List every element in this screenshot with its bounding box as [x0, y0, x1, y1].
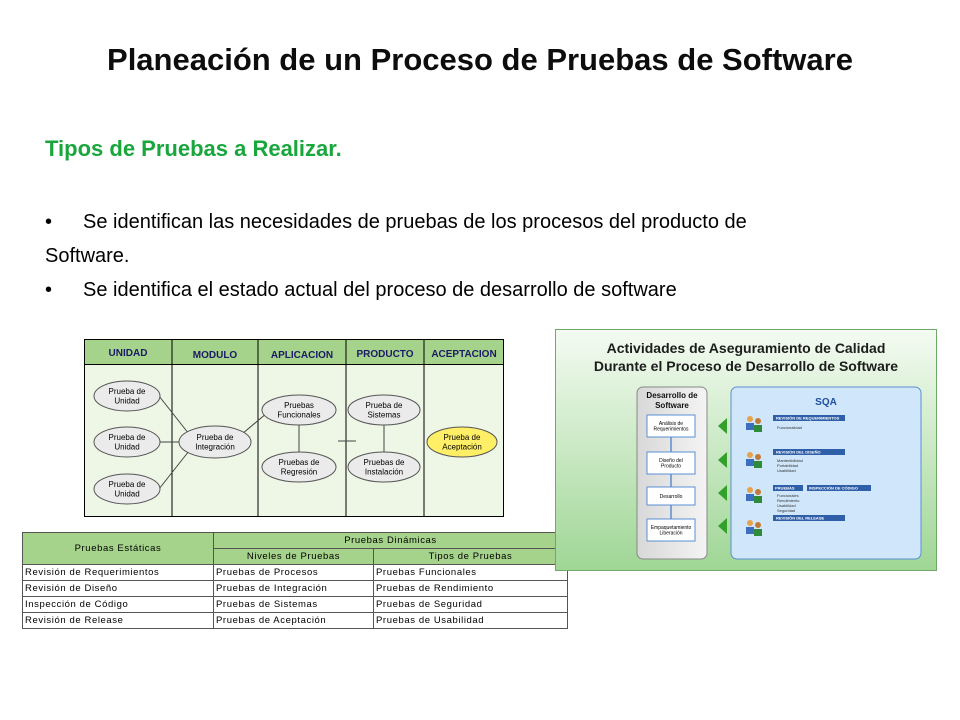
sqa-item: Usabilidad [777, 468, 796, 473]
sqa-item: Usabilidad [777, 503, 796, 508]
header-dinamicas: Pruebas Dinámicas [213, 532, 568, 549]
table-cell: Pruebas de Procesos [213, 564, 374, 581]
test-levels-diagram: UNIDAD MODULO APLICACION PRODUCTO ACEPTA… [84, 339, 504, 517]
table-cell: Pruebas de Sistemas [213, 596, 374, 613]
dev-step-3: Desarrollo [660, 494, 683, 500]
sqa-item: Mantenibilidad [777, 458, 803, 463]
arrow-left-icon [718, 485, 727, 501]
panel-title-line1: Actividades de Aseguramiento de Calidad [607, 340, 886, 356]
sqa-group-2-header: REVISIÓN DEL DISEÑO [776, 450, 821, 455]
people-icon [746, 487, 762, 503]
sqa-item: Rendimiento [777, 498, 800, 503]
col-unidad: UNIDAD [109, 348, 148, 359]
bullet-item-2: • Se identifica el estado actual del proc… [45, 273, 875, 307]
table-cell: Pruebas de Aceptación [213, 612, 374, 629]
col-modulo: MODULO [193, 350, 238, 361]
page-title: Planeación de un Proceso de Pruebas de S… [107, 42, 853, 77]
table-cell: Pruebas de Usabilidad [373, 612, 568, 629]
sqa-panel-svg: Actividades de Aseguramiento de Calidad … [555, 329, 937, 571]
sqa-activities-panel: Actividades de Aseguramiento de Calidad … [555, 329, 937, 571]
table-cell: Pruebas de Rendimiento [373, 580, 568, 597]
table-cell: Revisión de Diseño [22, 580, 214, 597]
sqa-group-4-header: REVISIÓN DEL RELEASE [776, 516, 824, 521]
col-aceptacion: ACEPTACION [431, 349, 496, 360]
dev-title-line1: Desarrollo de [646, 391, 698, 400]
col-producto: PRODUCTO [356, 349, 413, 360]
people-icon [746, 520, 762, 536]
people-icon [746, 416, 762, 432]
table-cell: Revisión de Requerimientos [22, 564, 214, 581]
sqa-group-3-header: PRUEBAS [775, 486, 795, 491]
bullet-text: Se identifican las necesidades de prueba… [83, 211, 747, 233]
bullet-item-1: • Se identifican las necesidades de prueb… [45, 205, 875, 239]
sqa-group-3-header2: INSPECCIÓN DE CÓDIGO [809, 486, 858, 491]
table-cell: Pruebas de Seguridad [373, 596, 568, 613]
table-row: Revisión de Diseño Pruebas de Integració… [22, 580, 568, 597]
arrow-left-icon [718, 418, 727, 434]
table-row: Inspección de Código Pruebas de Sistemas… [22, 596, 568, 613]
people-icon [746, 452, 762, 468]
section-subtitle: Tipos de Pruebas a Realizar. [45, 136, 342, 161]
team-icons [746, 416, 762, 536]
table-row: Revisión de Requerimientos Pruebas de Pr… [22, 564, 568, 581]
sqa-item: Seguridad [777, 508, 795, 513]
bullet-text: Se identifica el estado actual del proce… [83, 279, 677, 301]
bullet-list: • Se identifican las necesidades de prueb… [45, 205, 875, 307]
header-tipos: Tipos de Pruebas [373, 548, 568, 565]
arrow-left-icon [718, 452, 727, 468]
table-cell: Pruebas Funcionales [373, 564, 568, 581]
sqa-item: Funcionales [777, 493, 799, 498]
col-aplicacion: APLICACION [271, 350, 333, 361]
bullet-item-1-continuation: Software. [45, 245, 130, 267]
arrow-left-icon [718, 518, 727, 534]
table-cell: Revisión de Release [22, 612, 214, 629]
sqa-item: Funcionalidad [777, 425, 802, 430]
bullet-marker: • [45, 279, 53, 301]
flow-arrows [718, 418, 727, 534]
table-row: Revisión de Release Pruebas de Aceptació… [22, 612, 568, 629]
sqa-title: SQA [815, 397, 837, 408]
table-cell: Pruebas de Integración [213, 580, 374, 597]
bullet-marker: • [45, 211, 53, 233]
sqa-group-1-header: REVISIÓN DE REQUERIMIENTOS [776, 416, 840, 421]
test-levels-svg: UNIDAD MODULO APLICACION PRODUCTO ACEPTA… [84, 339, 504, 517]
sqa-item: Portabilidad [777, 463, 798, 468]
test-types-table: Pruebas Estáticas Pruebas Dinámicas Nive… [22, 532, 568, 629]
header-estaticas: Pruebas Estáticas [22, 532, 214, 565]
dev-title-line2: Software [655, 401, 689, 410]
header-niveles: Niveles de Pruebas [213, 548, 374, 565]
panel-title-line2: Durante el Proceso de Desarrollo de Soft… [594, 358, 898, 374]
table-cell: Inspección de Código [22, 596, 214, 613]
